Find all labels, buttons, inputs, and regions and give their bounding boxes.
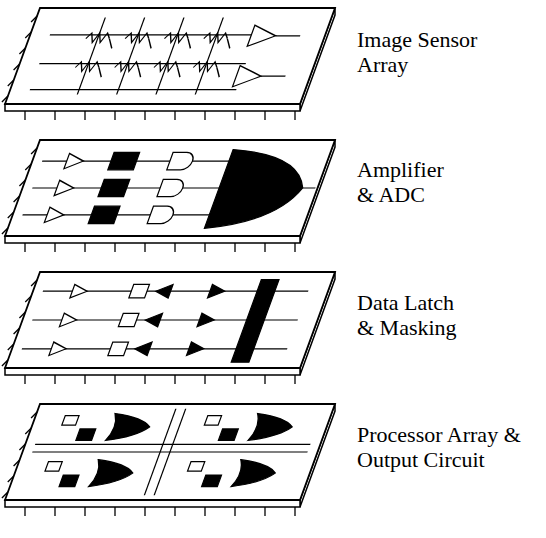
circuit-layer: Amplifier & ADC bbox=[0, 136, 546, 256]
layer-label: Image Sensor Array bbox=[357, 27, 497, 77]
adc-plate bbox=[2, 140, 335, 252]
circuit-layer: Processor Array & Output Circuit bbox=[0, 400, 546, 520]
layer-label: Amplifier & ADC bbox=[357, 157, 457, 207]
layer-label: Data Latch & Masking bbox=[357, 290, 469, 340]
circuit-layer: Image Sensor Array bbox=[0, 4, 546, 124]
sensor-plate bbox=[2, 8, 335, 120]
circuit-layer: Data Latch & Masking bbox=[0, 268, 546, 388]
layer-label: Processor Array & Output Circuit bbox=[357, 422, 525, 472]
latch-plate bbox=[2, 272, 335, 384]
processor-plate bbox=[2, 404, 335, 516]
